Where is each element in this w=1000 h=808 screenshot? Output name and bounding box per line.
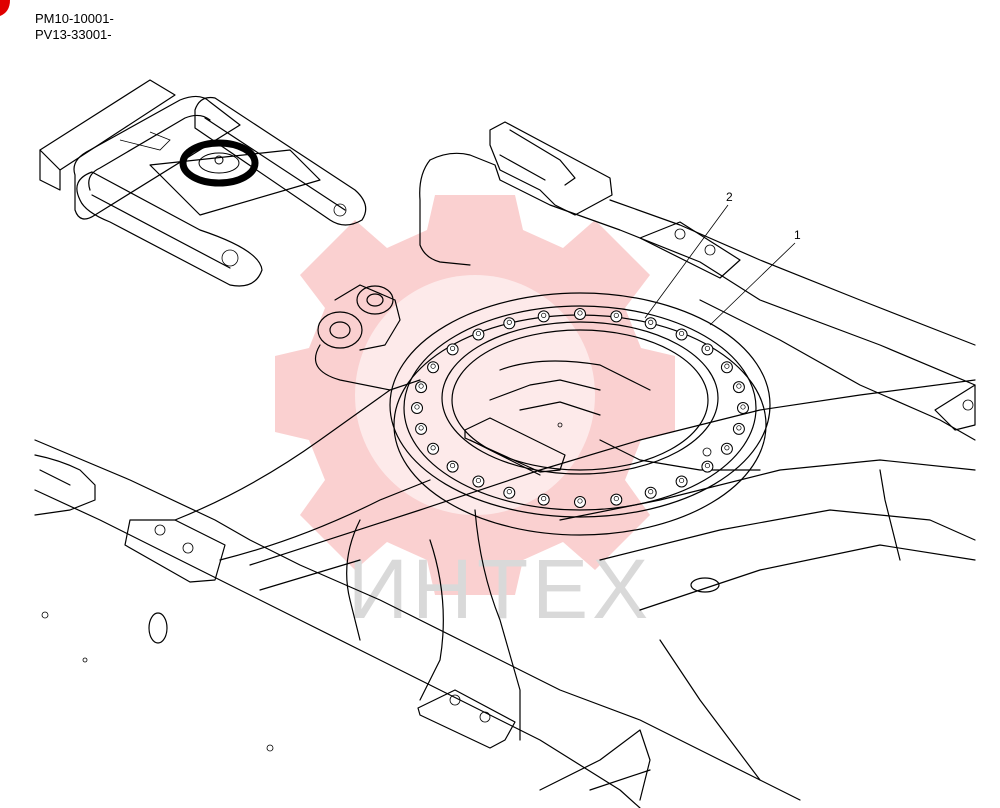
bolt-head xyxy=(506,319,512,325)
bolt xyxy=(446,343,459,356)
bolt-head xyxy=(679,330,685,337)
serial-range-2: PV13-33001- xyxy=(35,27,112,42)
bolt xyxy=(701,343,714,356)
bolt-head xyxy=(475,477,481,484)
bolt xyxy=(574,308,586,320)
callout-1: 1 xyxy=(794,228,801,242)
bolt xyxy=(427,442,440,455)
leader-line-2 xyxy=(644,204,729,319)
bolt xyxy=(427,361,440,374)
bolt-head xyxy=(679,477,685,484)
bolt xyxy=(610,310,623,323)
bolt xyxy=(537,310,550,323)
undercarriage-inset xyxy=(39,79,367,287)
bolt-head xyxy=(450,463,456,469)
bolt xyxy=(537,493,550,506)
bolt xyxy=(732,381,745,394)
bolt-head xyxy=(613,312,619,318)
bolt-head xyxy=(740,404,746,410)
callout-2: 2 xyxy=(726,190,733,204)
bolt-head xyxy=(613,496,619,502)
bolt xyxy=(574,496,586,508)
bolt-head xyxy=(577,498,583,504)
bolt xyxy=(610,493,623,506)
bolt-head xyxy=(724,445,730,451)
bolt xyxy=(644,317,657,330)
bolt-head xyxy=(475,330,481,337)
bolt xyxy=(720,361,733,374)
bolt-head xyxy=(541,496,547,502)
bolt-head xyxy=(704,345,710,351)
bolt xyxy=(720,442,733,455)
watermark-text: ИНТЕХ xyxy=(348,542,652,636)
bolt-head xyxy=(418,383,424,389)
bolt xyxy=(446,460,459,473)
bolt-head xyxy=(506,489,512,495)
bolt xyxy=(472,328,485,341)
bolt-head xyxy=(724,363,730,369)
bolt-group xyxy=(411,308,749,508)
bolt xyxy=(701,460,714,473)
bolt-head xyxy=(648,489,654,495)
bolt-head xyxy=(418,425,424,431)
bolt xyxy=(644,486,657,499)
bolt xyxy=(503,317,516,330)
watermark-gear xyxy=(275,195,675,595)
bolt xyxy=(675,328,688,341)
leader-line-1 xyxy=(709,242,796,326)
bolt-head xyxy=(736,383,742,389)
bolt-head xyxy=(648,319,654,325)
bolt-head xyxy=(430,363,436,369)
bolt xyxy=(472,475,485,488)
track-frame xyxy=(34,121,976,808)
bolt xyxy=(675,475,688,488)
bolt xyxy=(415,381,428,394)
bolt xyxy=(415,422,428,435)
bolt-head xyxy=(577,310,583,316)
bolt xyxy=(732,422,745,435)
bolt xyxy=(737,402,749,414)
bolt-head xyxy=(736,425,742,431)
bolt-head xyxy=(414,404,420,410)
serial-range-1: PM10-10001- xyxy=(35,11,114,26)
bolt-head xyxy=(704,463,710,469)
bolt-head xyxy=(541,312,547,318)
bolt xyxy=(503,486,516,499)
bolt-head xyxy=(430,445,436,451)
corner-marker xyxy=(0,0,10,16)
bolt-head xyxy=(450,345,456,351)
bolt xyxy=(411,402,423,414)
